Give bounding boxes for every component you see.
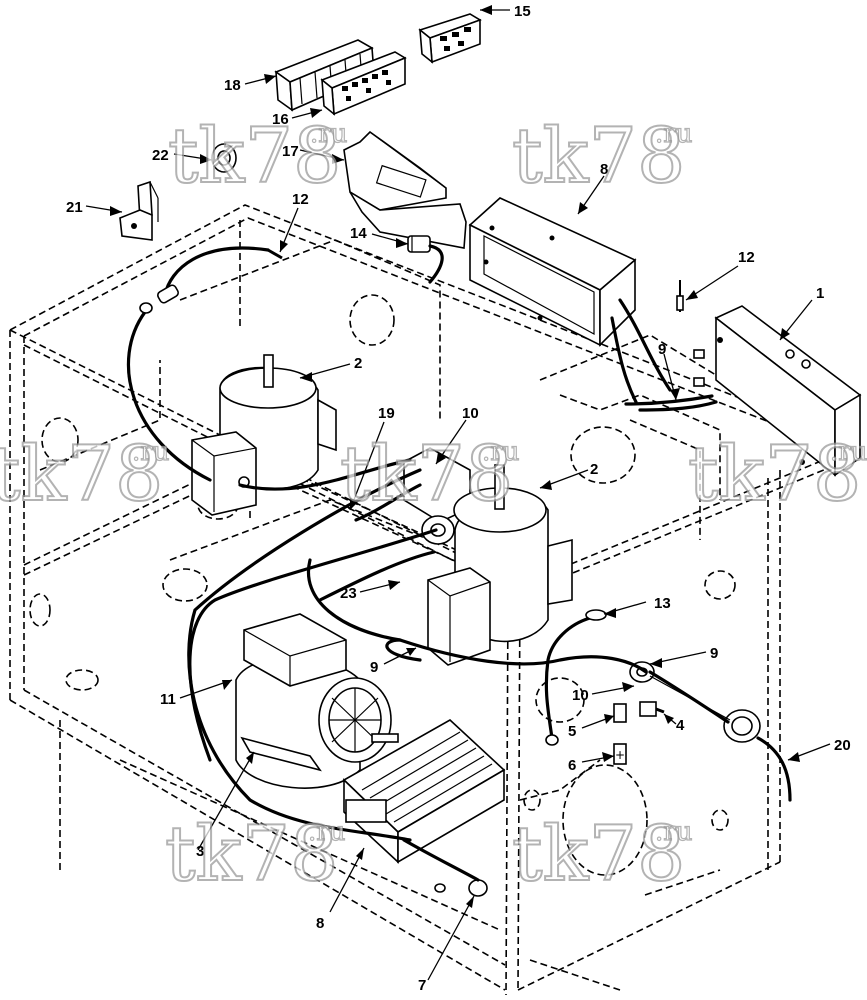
callout-14: 14 <box>350 225 367 242</box>
callout-12: 12 <box>292 191 309 208</box>
callout-4: 4 <box>676 717 685 734</box>
callout-8: 8 <box>600 161 608 178</box>
callout-16: 16 <box>272 111 289 128</box>
callout-21: 21 <box>66 199 83 216</box>
cover-10-upper <box>403 447 471 545</box>
plug-20 <box>723 709 792 802</box>
callout-1: 1 <box>816 285 824 302</box>
callout-10: 10 <box>572 687 589 704</box>
watermark-text: tk78 <box>165 809 338 898</box>
callout-8: 8 <box>316 915 324 932</box>
callout-19: 19 <box>378 405 395 422</box>
controller-box-8-upper <box>468 197 672 404</box>
wire-connector-left <box>139 284 179 314</box>
callout-17: 17 <box>282 143 299 160</box>
control-panel-16 <box>320 51 407 116</box>
watermark-suffix: .ru <box>308 817 345 847</box>
callout-2: 2 <box>590 461 598 478</box>
watermark-text: tk78 <box>0 429 163 518</box>
ground-strap-13 <box>544 609 607 746</box>
label-5 <box>613 703 627 723</box>
callout-5: 5 <box>568 723 576 740</box>
watermark-suffix: .ru <box>310 119 347 149</box>
callout-13: 13 <box>654 595 671 612</box>
watermark-text: tk78 <box>168 111 341 200</box>
callout-10: 10 <box>462 405 479 422</box>
label-6: + <box>613 743 627 765</box>
callout-9: 9 <box>710 645 718 662</box>
bracket-21 <box>119 180 159 241</box>
plug-14 <box>407 235 444 284</box>
callout-15: 15 <box>514 3 531 20</box>
callout-labels: 1 2 2 3 4 5 6 7 8 8 9 9 9 9 10 10 11 12 … <box>66 3 851 994</box>
callout-6: 6 <box>568 757 576 774</box>
pin-12-right <box>676 280 684 312</box>
callout-23: 23 <box>340 585 357 602</box>
callout-2: 2 <box>354 355 362 372</box>
connector-7 <box>434 879 488 897</box>
grommet-22 <box>211 143 237 173</box>
motor-2-left <box>191 354 337 516</box>
watermark-text: tk78 <box>512 111 685 200</box>
callout-9: 9 <box>658 341 666 358</box>
controller-1 <box>624 305 862 477</box>
cabinet-frame <box>9 204 861 996</box>
callout-22: 22 <box>152 147 169 164</box>
callout-3: 3 <box>196 843 204 860</box>
motor-2-right <box>427 464 573 666</box>
switch-4 <box>639 701 665 717</box>
callout-11: 11 <box>160 691 176 708</box>
controller-box-8-lower <box>342 719 506 864</box>
callout-9: 9 <box>370 659 378 676</box>
watermark-text: tk78 <box>340 429 513 518</box>
watermark-text: tk78 <box>512 809 685 898</box>
watermark-suffix: .ru <box>830 437 867 467</box>
callout-18: 18 <box>224 77 241 94</box>
cover-17 <box>343 130 467 249</box>
wiring-harness <box>126 246 730 882</box>
watermark-suffix: .ru <box>655 119 692 149</box>
watermark-suffix: .ru <box>482 437 519 467</box>
callout-7: 7 <box>418 977 426 994</box>
watermark-suffix: .ru <box>655 817 692 847</box>
watermarks: tk78 .ru tk78 .ru tk78 .ru tk78 .ru tk78… <box>0 110 867 899</box>
leader-lines <box>85 5 831 981</box>
drive-motor-11 <box>235 613 399 789</box>
callout-12: 12 <box>738 249 755 266</box>
pin-12-upper <box>267 248 283 260</box>
svg-text:+: + <box>615 748 625 762</box>
frame-holes <box>29 294 736 876</box>
watermark-text: tk78 <box>688 429 861 518</box>
callout-20: 20 <box>834 737 851 754</box>
display-module-15 <box>418 13 482 64</box>
watermark-suffix: .ru <box>132 437 169 467</box>
